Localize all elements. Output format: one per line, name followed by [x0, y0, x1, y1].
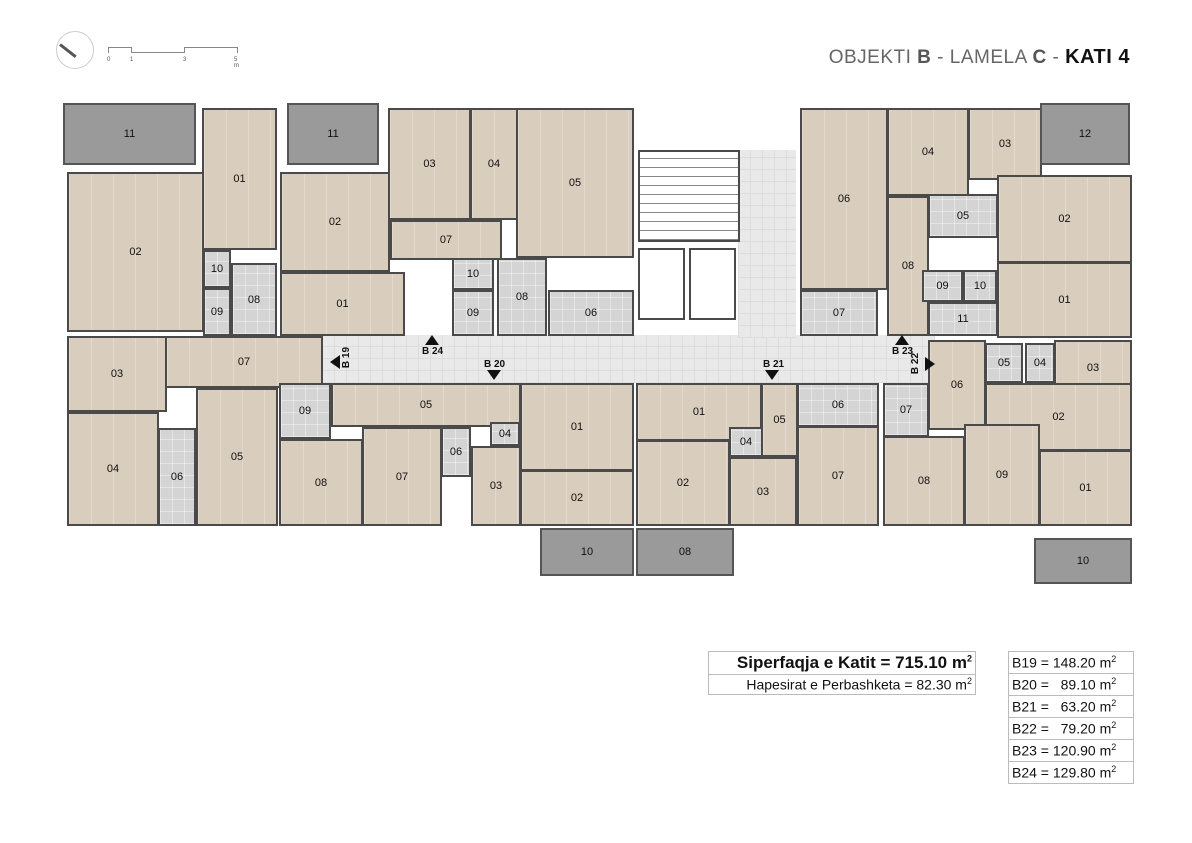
room: 10	[203, 250, 231, 288]
staircase	[638, 150, 740, 242]
room: 09	[203, 288, 231, 336]
room: 08	[887, 196, 929, 336]
room: 07	[883, 383, 929, 437]
entrance-arrow-icon	[765, 370, 779, 380]
unit-area-row: B24 = 129.80 m2	[1008, 761, 1134, 784]
scale-label: 1	[130, 57, 134, 63]
room-balcony: 10	[540, 528, 634, 576]
core-landing	[738, 150, 796, 338]
entrance-arrow-icon	[425, 335, 439, 345]
unit-area-row: B23 = 120.90 m2	[1008, 739, 1134, 762]
room: 11	[928, 302, 998, 336]
room: 06	[928, 340, 986, 430]
room: 08	[279, 439, 363, 526]
room: 09	[452, 290, 494, 336]
room: 09	[922, 270, 963, 302]
room: 08	[497, 258, 547, 336]
room: 03	[968, 108, 1042, 180]
room: 01	[1039, 450, 1132, 526]
room: 01	[520, 383, 634, 471]
room: 03	[729, 457, 797, 526]
room-balcony: 11	[287, 103, 379, 165]
floor-area-summary: Siperfaqja e Katit = 715.10 m2 Hapesirat…	[708, 651, 976, 695]
total-floor-area: Siperfaqja e Katit = 715.10 m2	[708, 651, 976, 675]
scale-bar: 0 1 3 5 m	[107, 47, 239, 69]
room: 02	[636, 440, 730, 526]
room: 02	[280, 172, 390, 272]
room: 04	[887, 108, 969, 196]
room: 08	[883, 436, 965, 526]
room: 05	[331, 383, 521, 427]
room: 04	[67, 412, 159, 526]
room: 07	[800, 290, 878, 336]
room: 02	[997, 175, 1132, 263]
unit-marker-b22: B 22	[910, 352, 922, 375]
entrance-arrow-icon	[895, 335, 909, 345]
room: 03	[67, 336, 167, 412]
room: 07	[390, 220, 502, 260]
room-balcony: 12	[1040, 103, 1130, 165]
room: 04	[1025, 343, 1055, 383]
room: 09	[964, 424, 1040, 526]
room: 06	[800, 108, 888, 290]
room: 01	[636, 383, 762, 441]
entrance-arrow-icon	[330, 355, 340, 369]
entrance-arrow-icon	[487, 370, 501, 380]
room: 05	[516, 108, 634, 258]
unit-marker-b23: B 23	[892, 346, 914, 357]
room: 10	[963, 270, 997, 302]
room: 04	[490, 422, 520, 446]
room: 03	[388, 108, 471, 220]
room: 05	[985, 343, 1023, 383]
entrance-arrow-icon	[925, 357, 935, 371]
unit-area-row: B22 = 79.20 m2	[1008, 717, 1134, 740]
elevator	[638, 248, 685, 320]
room: 01	[280, 272, 405, 336]
room: 04	[729, 427, 763, 457]
scale-label: 3	[183, 57, 187, 63]
unit-area-row: B21 = 63.20 m2	[1008, 695, 1134, 718]
room: 01	[997, 262, 1132, 338]
unit-area-row: B20 = 89.10 m2	[1008, 673, 1134, 696]
room: 07	[797, 426, 879, 526]
room: 07	[165, 336, 323, 388]
room: 09	[279, 383, 331, 439]
room: 05	[761, 383, 798, 457]
unit-areas-table: B19 = 148.20 m2 B20 = 89.10 m2 B21 = 63.…	[1008, 651, 1134, 784]
unit-area-row: B19 = 148.20 m2	[1008, 651, 1134, 674]
common-corridor	[322, 335, 935, 383]
room: 02	[520, 470, 634, 526]
unit-marker-b19: B 19	[341, 346, 353, 369]
room: 06	[548, 290, 634, 336]
common-area: Hapesirat e Perbashketa = 82.30 m2	[708, 674, 976, 695]
room: 01	[202, 108, 277, 250]
sheet-title: OBJEKTI B - LAMELA C - KATI 4	[828, 46, 1130, 68]
room: 10	[452, 258, 494, 290]
unit-marker-b20: B 20	[484, 359, 506, 370]
elevator	[689, 248, 736, 320]
room: 06	[797, 383, 879, 427]
room-balcony: 08	[636, 528, 734, 576]
room: 02	[67, 172, 204, 332]
room-balcony: 10	[1034, 538, 1132, 584]
scale-label: 5 m	[234, 57, 239, 69]
room: 05	[196, 388, 278, 526]
room: 06	[441, 427, 471, 477]
room: 05	[928, 194, 998, 238]
unit-marker-b24: B 24	[422, 346, 444, 357]
unit-marker-b21: B 21	[763, 359, 785, 370]
room: 07	[362, 427, 442, 526]
room: 08	[231, 263, 277, 336]
room: 06	[158, 428, 196, 526]
room: 04	[470, 108, 518, 220]
scale-label: 0	[107, 57, 111, 63]
room: 03	[471, 446, 521, 526]
north-arrow-icon	[56, 31, 94, 69]
room-balcony: 11	[63, 103, 196, 165]
